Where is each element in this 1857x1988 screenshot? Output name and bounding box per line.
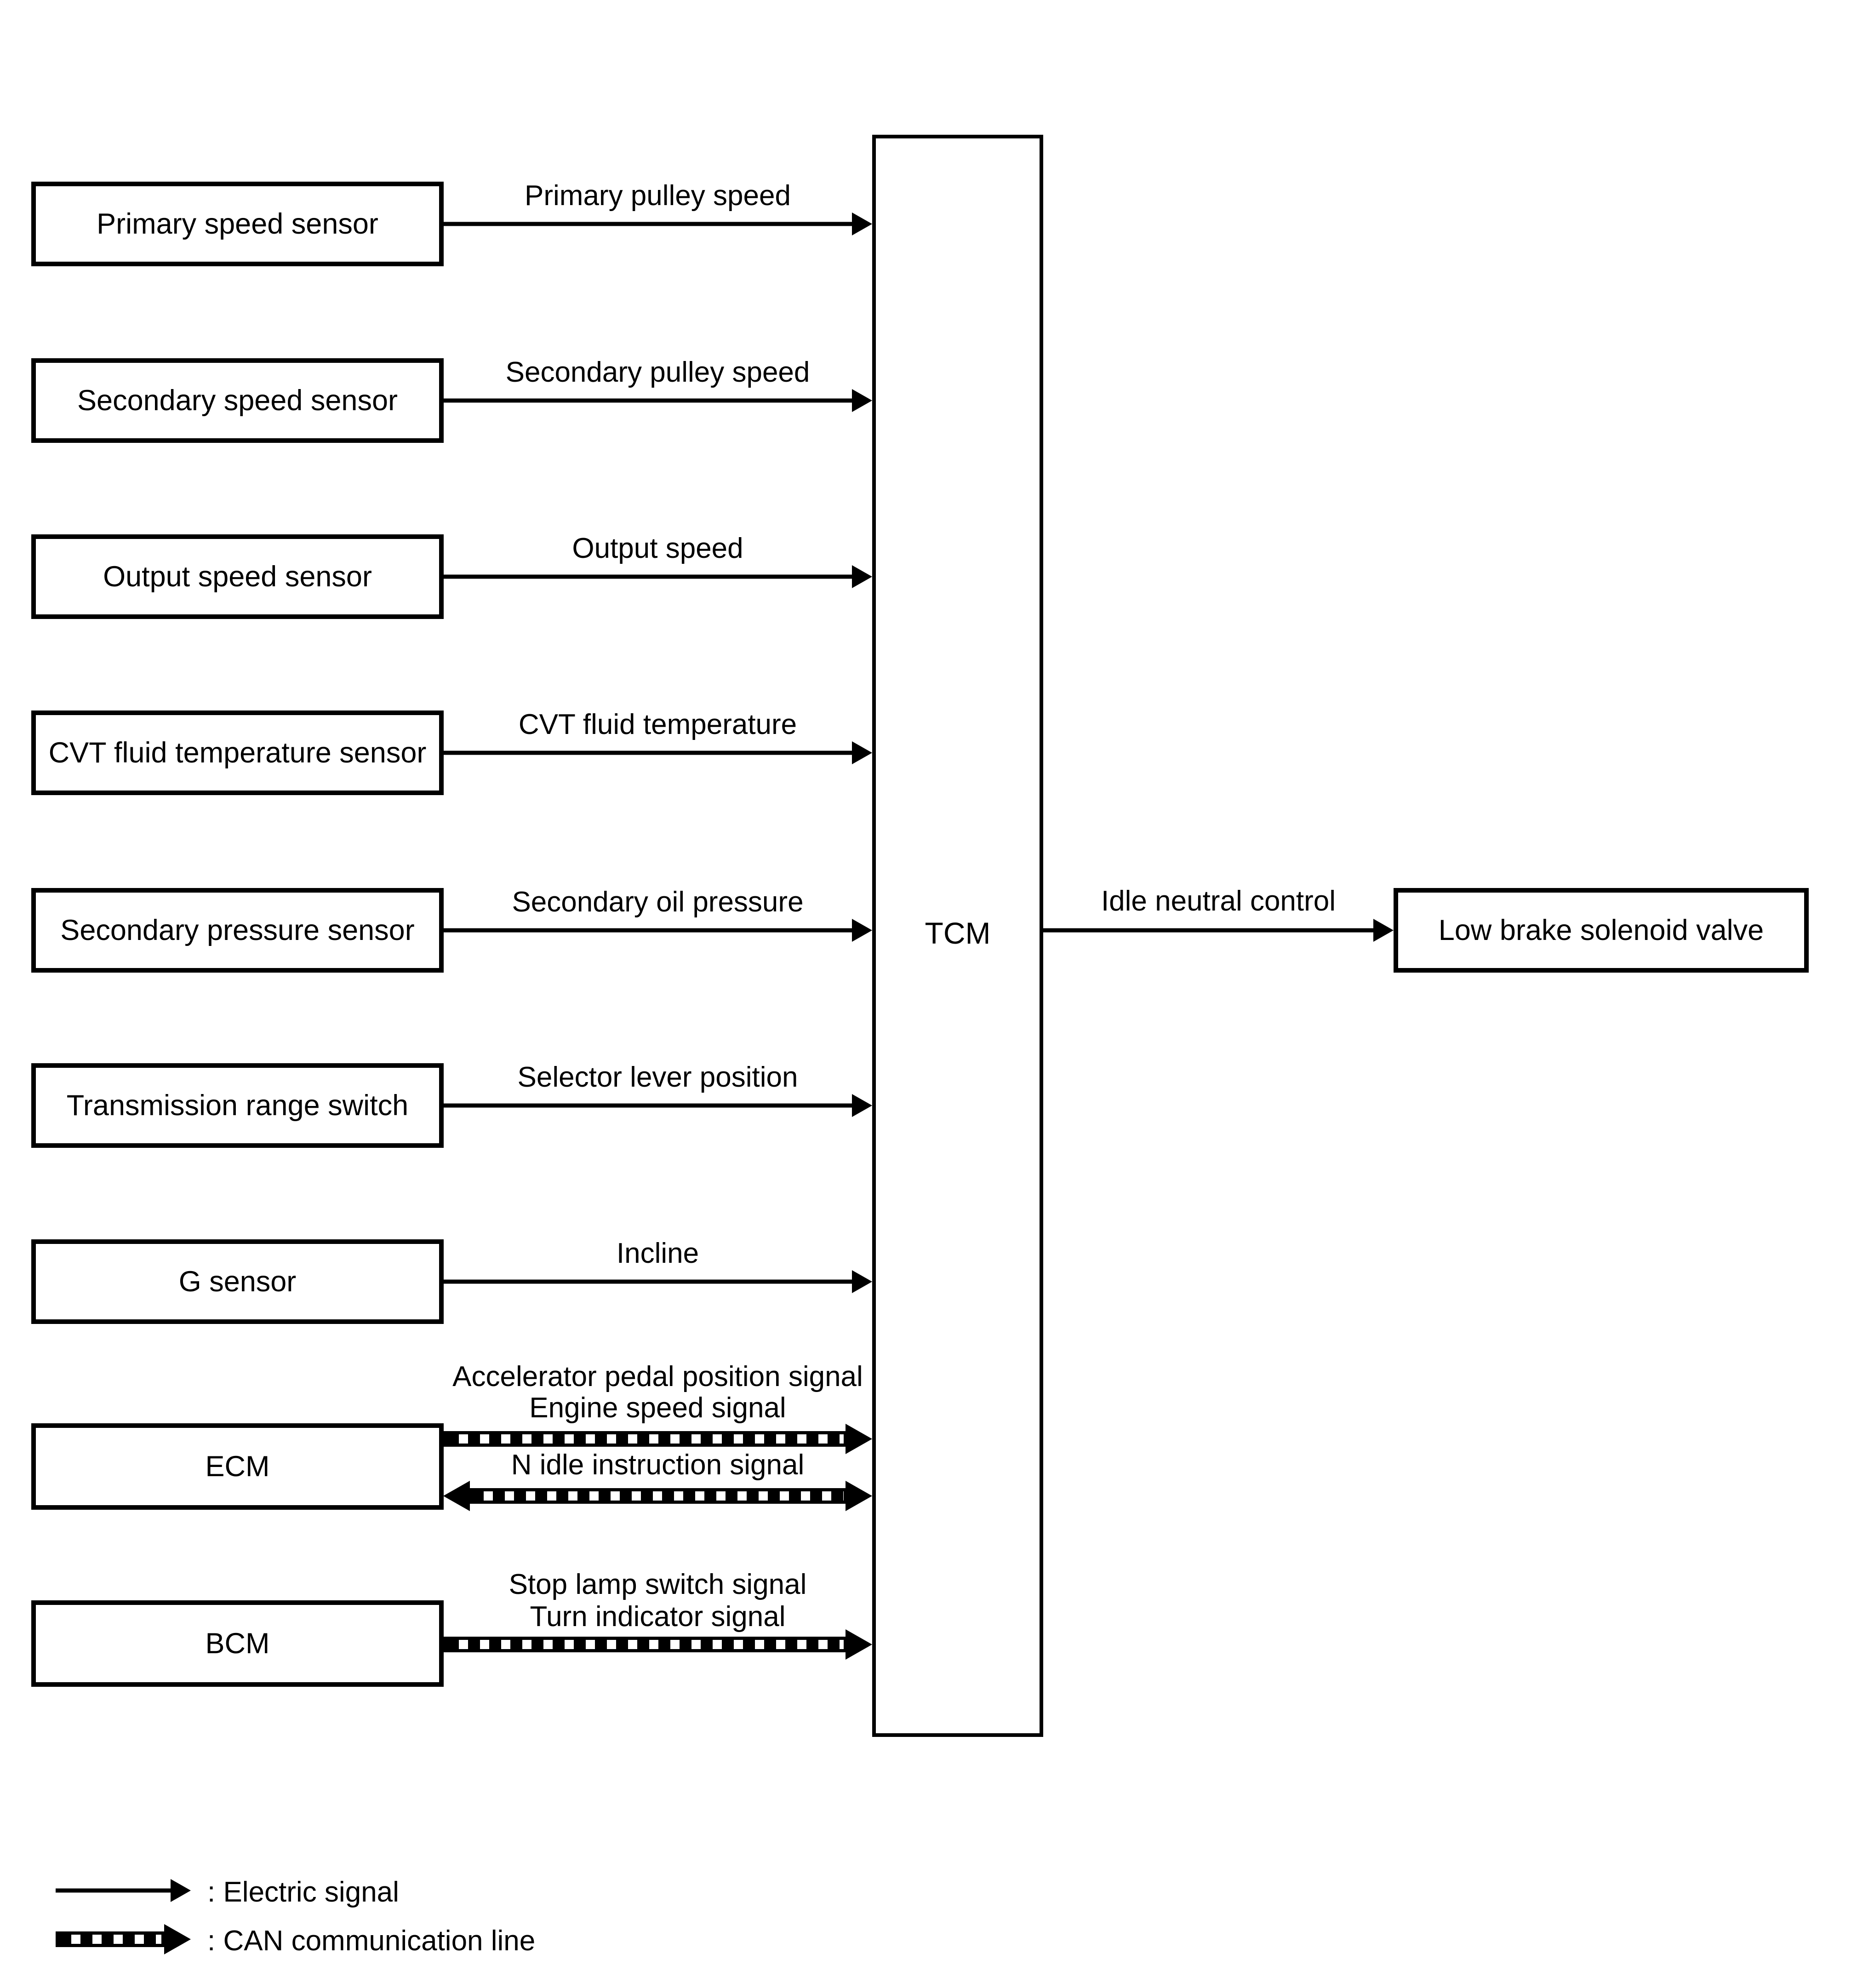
electric-signal-arrow (443, 1267, 872, 1296)
arrowhead-right-icon (852, 565, 872, 588)
arrow-line (443, 1637, 847, 1652)
arrowhead-right-icon (164, 1924, 191, 1954)
can-arrow-ecm-to-tcm (443, 1424, 872, 1454)
arrowhead-right-icon (171, 1879, 191, 1902)
signal-label: Turn indicator signal (530, 1601, 786, 1633)
can-stripes (472, 1491, 844, 1501)
node-tcm: TCM (872, 135, 1043, 1737)
node-low-brake-solenoid-valve: Low brake solenoid valve (1394, 888, 1809, 973)
node-label: Low brake solenoid valve (1438, 914, 1764, 946)
arrow-line (443, 751, 856, 755)
arrow-line (443, 398, 856, 403)
can-arrow-bcm-to-tcm (443, 1629, 872, 1660)
arrow-line (443, 1279, 856, 1284)
electric-signal-arrow (443, 916, 872, 945)
can-arrow-ecm-tcm-bidirectional (443, 1481, 872, 1511)
signal-label: Stop lamp switch signal (509, 1569, 807, 1600)
signal-label: N idle instruction signal (511, 1449, 805, 1481)
arrowhead-right-icon (852, 919, 872, 942)
signal-label: Idle neutral control (1101, 885, 1336, 917)
node-label: ECM (205, 1450, 270, 1483)
signal-label: Accelerator pedal position signal (452, 1361, 863, 1392)
node-label: Transmission range switch (66, 1089, 409, 1122)
legend-electric-arrow-icon (56, 1876, 191, 1905)
arrow-line (443, 1103, 856, 1108)
signal-label: Secondary oil pressure (512, 886, 804, 918)
node-bcm: BCM (31, 1600, 444, 1687)
can-stripes (59, 1935, 161, 1944)
can-stripes (447, 1434, 844, 1444)
electric-signal-arrow (443, 738, 872, 768)
arrowhead-left-icon (443, 1481, 470, 1511)
node-label: Secondary pressure sensor (60, 914, 415, 946)
arrowhead-right-icon (846, 1481, 872, 1511)
node-secondary-speed-sensor: Secondary speed sensor (31, 358, 444, 443)
signal-label: Secondary pulley speed (505, 356, 810, 388)
arrowhead-right-icon (852, 389, 872, 412)
node-label: Primary speed sensor (97, 207, 378, 240)
node-label: Output speed sensor (103, 560, 372, 593)
legend-electric-label: : Electric signal (207, 1876, 399, 1908)
arrow-line (1043, 928, 1377, 933)
signal-label: Engine speed signal (529, 1392, 786, 1424)
node-g-sensor: G sensor (31, 1239, 444, 1324)
electric-signal-arrow (443, 1091, 872, 1120)
node-label: BCM (205, 1627, 270, 1660)
legend-can-label: : CAN communication line (207, 1925, 536, 1957)
node-label: Secondary speed sensor (77, 384, 398, 417)
arrowhead-right-icon (1373, 919, 1394, 942)
node-primary-speed-sensor: Primary speed sensor (31, 182, 444, 266)
node-cvt-fluid-temperature-sensor: CVT fluid temperature sensor (31, 710, 444, 795)
node-label: CVT fluid temperature sensor (48, 736, 427, 769)
arrow-line (443, 222, 856, 226)
arrow-line (443, 574, 856, 579)
arrowhead-right-icon (846, 1424, 872, 1454)
node-secondary-pressure-sensor: Secondary pressure sensor (31, 888, 444, 973)
node-label: G sensor (178, 1265, 297, 1298)
node-ecm: ECM (31, 1423, 444, 1510)
signal-label: Incline (616, 1237, 699, 1269)
arrowhead-right-icon (852, 1270, 872, 1293)
arrowhead-right-icon (852, 741, 872, 764)
node-transmission-range-switch: Transmission range switch (31, 1063, 444, 1148)
can-stripes (447, 1640, 844, 1649)
electric-signal-arrow (443, 562, 872, 591)
legend-can-arrow-icon (56, 1924, 191, 1954)
signal-label: Primary pulley speed (525, 180, 791, 212)
electric-signal-arrow (443, 209, 872, 239)
signal-label: Selector lever position (517, 1061, 798, 1093)
electric-signal-arrow (443, 386, 872, 415)
arrowhead-right-icon (846, 1629, 872, 1660)
arrow-line (443, 1431, 847, 1447)
arrow-line (468, 1488, 847, 1504)
arrowhead-right-icon (852, 212, 872, 235)
signal-label: Output speed (572, 533, 743, 564)
arrow-line (56, 1931, 165, 1947)
arrowhead-right-icon (852, 1094, 872, 1117)
arrow-line (56, 1888, 174, 1893)
node-label: TCM (925, 916, 991, 951)
signal-label: CVT fluid temperature (518, 709, 797, 740)
arrow-line (443, 928, 856, 933)
electric-signal-arrow-tcm-output (1043, 916, 1394, 945)
node-output-speed-sensor: Output speed sensor (31, 534, 444, 619)
